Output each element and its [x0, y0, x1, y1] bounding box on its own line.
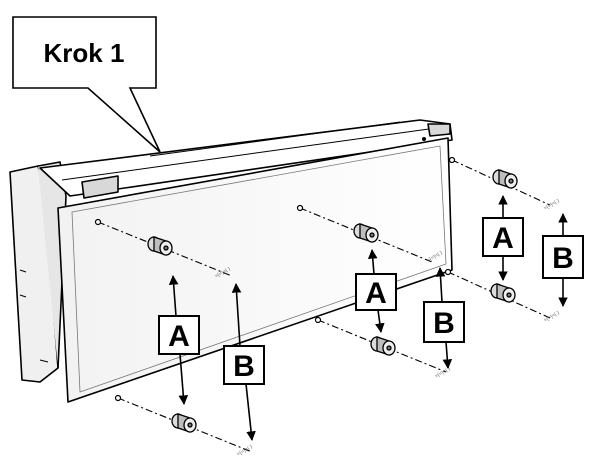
- dowel-pin: [370, 336, 396, 356]
- label-b-left: B: [223, 345, 265, 385]
- dowel-pin: [353, 223, 379, 243]
- step-title: Krok 1: [44, 38, 125, 68]
- dowel-pins: [147, 169, 518, 433]
- furniture-body: [9, 119, 453, 403]
- dimension-labels: A B A B A B: [158, 217, 584, 385]
- dowel-pin: [492, 169, 518, 189]
- dowel-pin: [490, 283, 516, 303]
- label-b-middle: B: [423, 301, 465, 343]
- main-panel: [57, 137, 453, 403]
- label-a-text: A: [365, 277, 387, 310]
- label-b-text: B: [233, 350, 255, 383]
- screw-mark: =(=)=( ): [543, 310, 561, 324]
- dowel-pin: [147, 236, 173, 256]
- label-a-text: A: [492, 222, 514, 255]
- hole-markers: [94, 156, 456, 402]
- label-a-middle: A: [355, 273, 397, 311]
- screw-mark: =(=)=( ): [236, 444, 254, 457]
- label-a-left: A: [158, 315, 200, 355]
- dowel-pin: [171, 413, 197, 433]
- screw-mark: =(=)=( ): [434, 366, 452, 380]
- label-b-text: B: [552, 242, 574, 275]
- screw-mark: =(=)=( ): [543, 198, 561, 212]
- label-b-text: B: [433, 307, 455, 340]
- step-callout: Krok 1: [12, 16, 161, 153]
- label-b-right: B: [542, 235, 584, 279]
- dimension-arrows: [168, 195, 568, 441]
- label-a-right: A: [482, 217, 524, 257]
- label-a-text: A: [168, 320, 190, 353]
